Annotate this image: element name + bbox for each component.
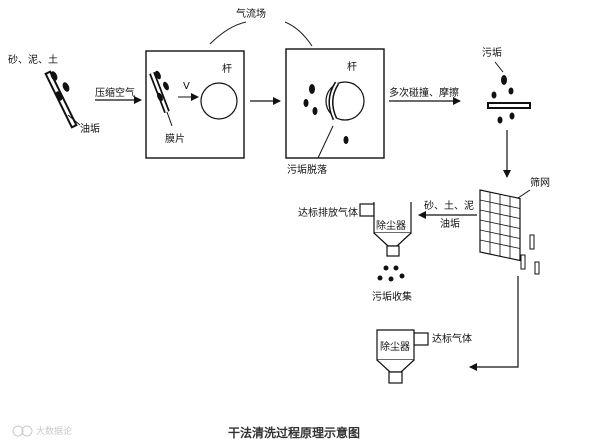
figure-caption: 干法清洗过程原理示意图: [228, 425, 360, 440]
screen-leader: [517, 189, 531, 199]
gas-standard-label: 达标气体: [432, 332, 472, 345]
collected-dirt-particles: [377, 265, 405, 282]
rod-circle-2: [325, 81, 365, 121]
rod-label-1: 杆: [222, 63, 232, 75]
oil-dirt-leader: [67, 114, 81, 126]
airflow-field-title: 气流场: [236, 7, 266, 20]
oil-dirt-label-2: 油垢: [440, 217, 460, 230]
sand-mud-soil-label: 砂、泥、土: [8, 53, 58, 66]
rod-circle-1: [200, 82, 238, 120]
dust-collector-1: [359, 202, 412, 257]
membrane-strips: [520, 234, 540, 275]
membrane-piece-3: [487, 102, 531, 109]
dirt-leader: [494, 61, 504, 73]
membrane-leader: [166, 111, 173, 127]
screen-label: 筛网: [530, 176, 550, 189]
compressed-air-label: 压缩空气: [95, 86, 135, 99]
collide-rub-label: 多次碰撞、摩擦: [389, 86, 459, 99]
membrane-label: 膜片: [165, 132, 185, 145]
rod-label-2: 杆: [347, 61, 357, 73]
dust-collector-2: [376, 329, 429, 384]
flow-arrow-screen-collector2: [469, 276, 519, 371]
velocity-label: V: [183, 81, 190, 92]
watermark-text: 大数据论: [36, 425, 72, 437]
screen-mesh: [479, 189, 521, 262]
watermark-logo: [12, 425, 33, 437]
dirt-collection-label: 污垢收集: [372, 290, 412, 303]
chamber-box-1: [145, 50, 245, 159]
membrane-plate-1: [149, 70, 170, 114]
sand-soil-mud-label: 砂、土、泥: [424, 199, 474, 212]
exhaust-standard-label: 达标排放气体: [298, 206, 358, 219]
title-leader-left: [209, 21, 247, 45]
oil-dirt-label: 油垢: [80, 122, 100, 135]
chamber-box-2: [285, 48, 385, 159]
dirt-detach-leader: [317, 125, 334, 159]
dust-collector-2-label: 除尘器: [380, 340, 410, 353]
dust-collector-1-label: 除尘器: [376, 219, 406, 232]
membrane-wrapped-2: [328, 81, 340, 121]
dirt-label: 污垢: [482, 47, 502, 59]
title-leader-right: [284, 21, 313, 47]
dirt-particles-3: [491, 75, 515, 124]
detached-dirt-particles: [303, 84, 349, 144]
dirt-detach-label: 污垢脱落: [287, 163, 327, 176]
